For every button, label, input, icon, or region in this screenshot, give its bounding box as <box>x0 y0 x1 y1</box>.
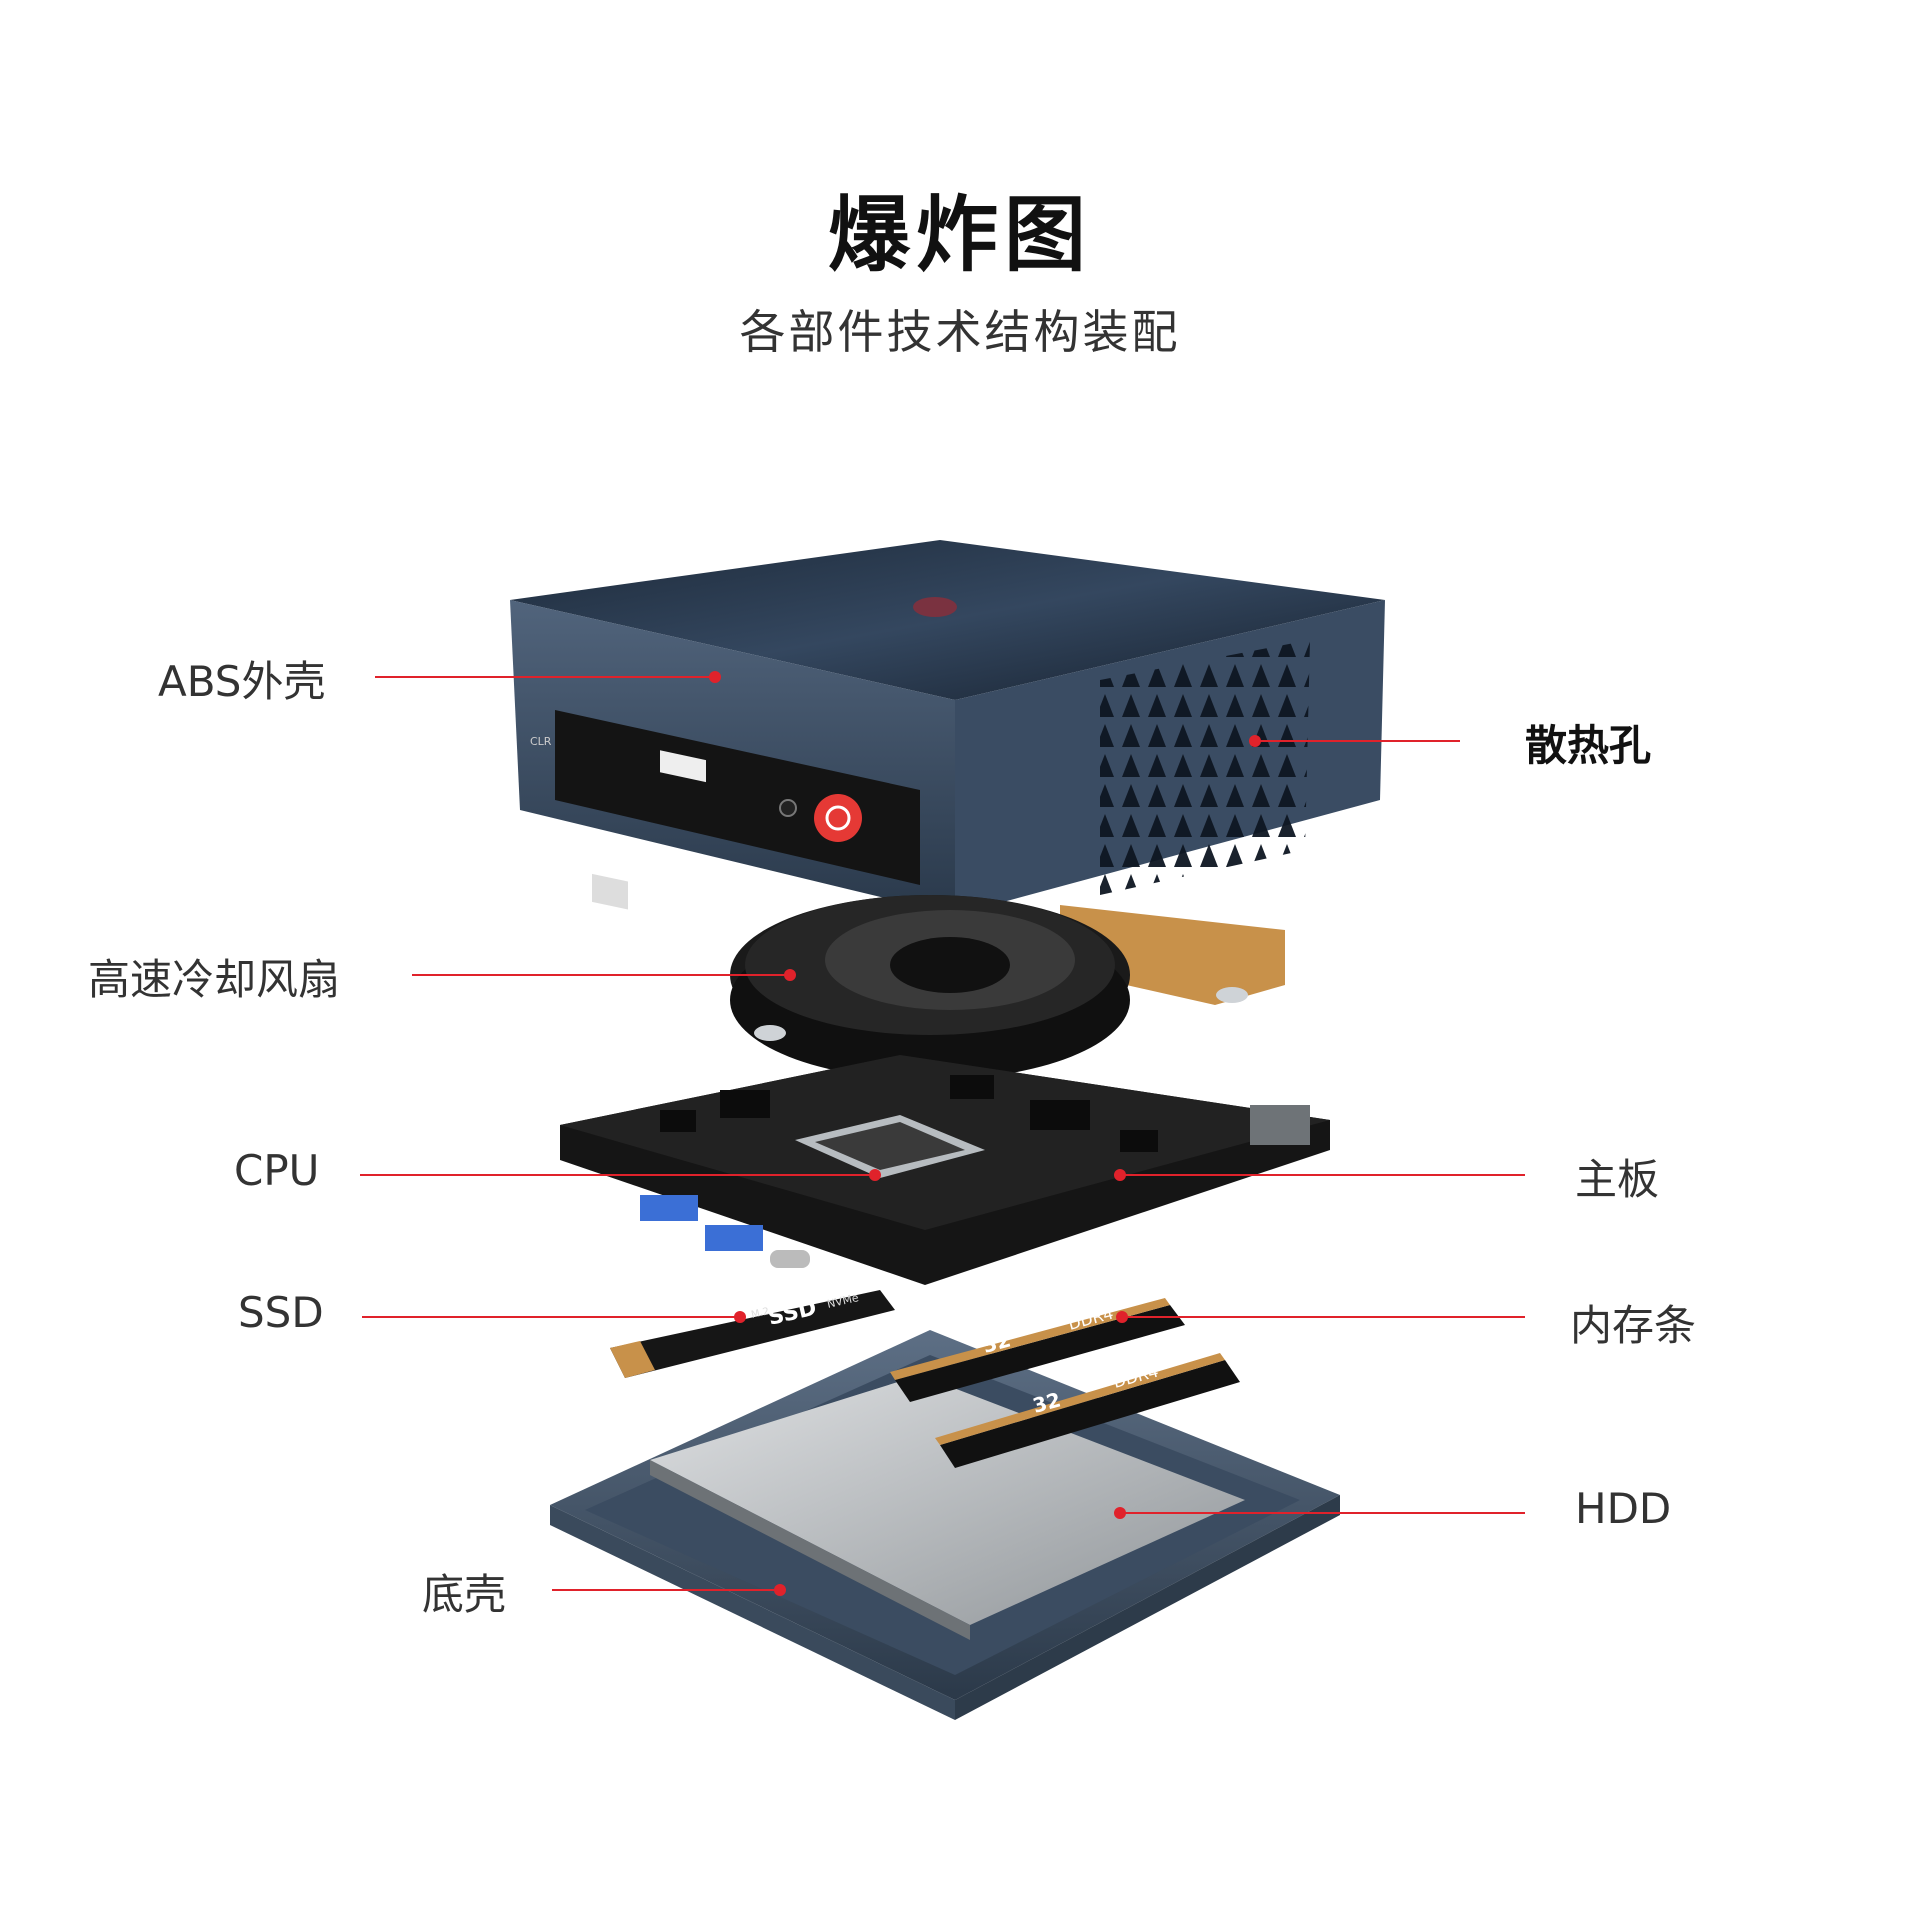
leader-dot <box>1116 1311 1128 1323</box>
shell-top <box>510 540 1385 700</box>
leader-dot <box>1249 735 1261 747</box>
motherboard <box>560 1055 1330 1285</box>
leader-dot <box>784 969 796 981</box>
ssd-sub-text: M.2 <box>750 1306 770 1321</box>
label-bottom-case: 底壳 <box>422 1570 507 1619</box>
page-title: 爆炸图 <box>827 188 1092 283</box>
leader-dot <box>869 1169 881 1181</box>
usb-c-port-icon <box>770 1250 810 1268</box>
power-button-icon <box>814 794 862 842</box>
logo-icon <box>913 597 957 617</box>
label-abs-shell: ABS外壳 <box>158 657 326 706</box>
label-motherboard: 主板 <box>1575 1155 1660 1204</box>
ssd-module: SSD M.2 NVMe <box>610 1290 895 1378</box>
usb3-port-icon <box>640 1195 698 1221</box>
vent-grille <box>1100 640 1310 895</box>
usb-port-icon <box>660 750 706 783</box>
leader-lines <box>360 676 1525 1591</box>
usb3-port-icon <box>705 1225 763 1251</box>
label-ram: 内存条 <box>1570 1301 1697 1350</box>
page-subtitle: 各部件技术结构装配 <box>739 305 1181 359</box>
label-hdd: HDD <box>1575 1484 1672 1533</box>
cooling-fan <box>730 895 1285 1080</box>
leader-dot <box>1114 1507 1126 1519</box>
ram-stick-2 <box>940 1360 1240 1468</box>
leader-dot <box>734 1311 746 1323</box>
front-port-label: CLR <box>530 735 552 748</box>
ssd-board <box>610 1290 895 1378</box>
power-symbol-icon <box>825 805 851 831</box>
fan-hub <box>890 937 1010 993</box>
label-fan: 高速冷却风扇 <box>88 955 341 1004</box>
leader-dot <box>709 671 721 683</box>
label-vents: 散热孔 <box>1525 721 1652 770</box>
hdd <box>650 1375 1245 1640</box>
abs-shell: CLR <box>510 540 1385 915</box>
label-cpu: CPU <box>234 1146 320 1195</box>
leader-dot <box>774 1584 786 1596</box>
usb-port-icon <box>592 873 628 910</box>
audio-jack-icon <box>779 799 797 817</box>
hdd-body <box>650 1375 1245 1625</box>
leader-dots <box>709 671 1261 1596</box>
front-io-panel <box>555 710 920 885</box>
leader-dot <box>1114 1169 1126 1181</box>
ram-modules: 32 DDR4 32 DDR4 <box>890 1298 1240 1468</box>
ram-stick-1 <box>895 1305 1185 1402</box>
label-ssd: SSD <box>238 1288 324 1337</box>
